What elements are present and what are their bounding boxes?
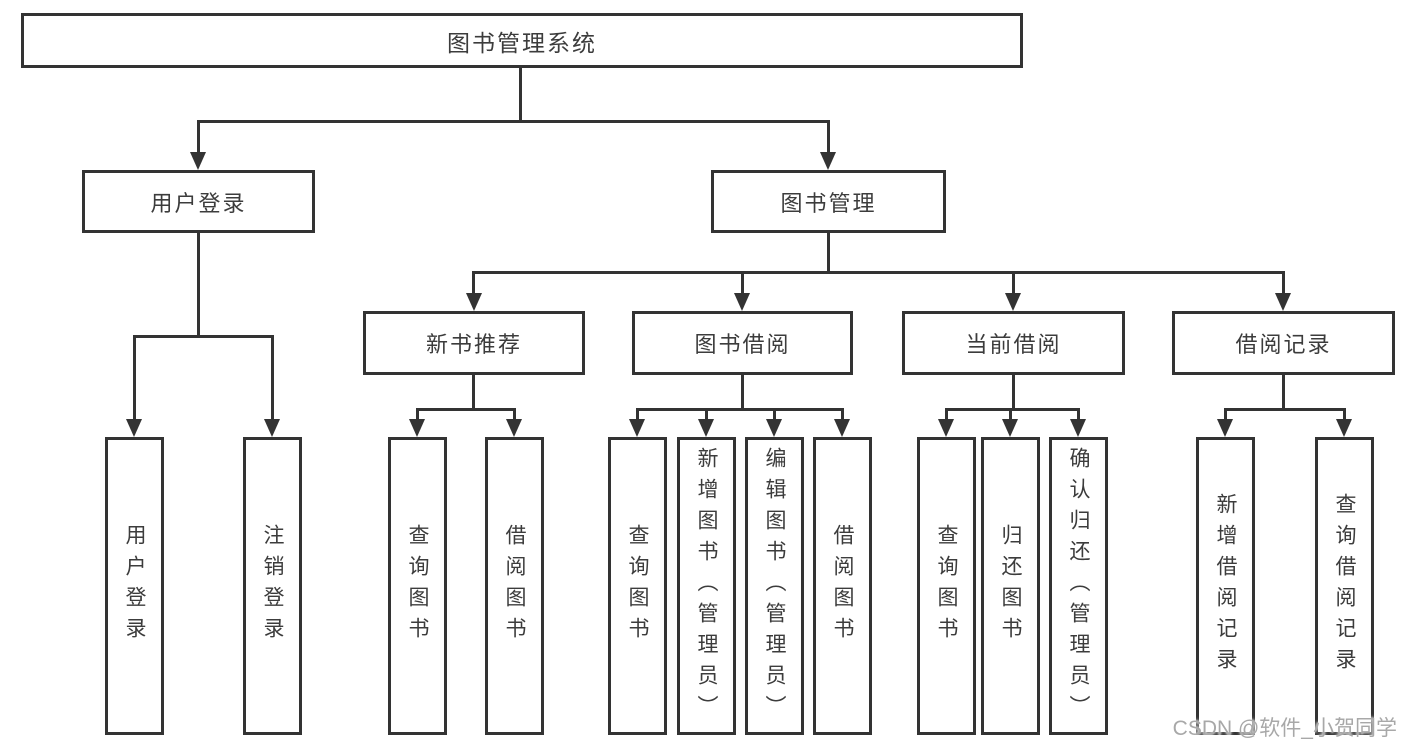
leaf-add-books-admin: 新增图书（管理员） (677, 437, 736, 735)
connector-line (133, 335, 274, 338)
connector-line (1343, 408, 1346, 421)
connector-line (636, 408, 844, 411)
connector-arrowhead (126, 419, 142, 437)
connector-line (773, 408, 776, 421)
csdn-watermark: CSDN @软件_小贺同学 (1172, 717, 1397, 740)
connector-line (416, 408, 419, 421)
leaf-query-books-borrow: 查询图书 (608, 437, 667, 735)
connector-arrowhead (698, 419, 714, 437)
connector-line (472, 271, 475, 297)
connector-line (133, 335, 136, 421)
connector-line (945, 408, 948, 421)
node-label: 用户登录 (150, 190, 247, 216)
connector-line (841, 408, 844, 421)
connector-line (519, 68, 522, 123)
node-label: 图书借阅 (694, 332, 791, 357)
connector-line (705, 408, 708, 421)
connector-line (472, 271, 1285, 274)
connector-arrowhead (1002, 419, 1018, 437)
node-book-borrow: 图书借阅 (632, 311, 853, 375)
connector-line (827, 120, 830, 154)
leaf-borrow-books-recommend: 借阅图书 (485, 437, 544, 735)
connector-line (945, 408, 1080, 411)
connector-line (197, 120, 830, 123)
connector-line (1282, 271, 1285, 297)
connector-arrowhead (1275, 293, 1291, 311)
node-label: 图书管理 (780, 190, 877, 216)
connector-arrowhead (1005, 293, 1021, 311)
connector-arrowhead (190, 152, 206, 170)
connector-arrowhead (1336, 419, 1352, 437)
node-label: 新增借阅记录 (1214, 493, 1237, 679)
connector-arrowhead (629, 419, 645, 437)
connector-arrowhead (466, 293, 482, 311)
connector-arrowhead (734, 293, 750, 311)
connector-line (741, 375, 744, 410)
node-borrow-records: 借阅记录 (1172, 311, 1395, 375)
leaf-add-borrow-record: 新增借阅记录 (1196, 437, 1255, 735)
connector-line (1009, 408, 1012, 421)
connector-arrowhead (409, 419, 425, 437)
connector-line (197, 120, 200, 154)
node-label: 新增图书（管理员） (695, 446, 718, 726)
node-label: 借阅记录 (1235, 332, 1332, 357)
leaf-query-borrow-record: 查询借阅记录 (1315, 437, 1374, 735)
leaf-query-books-current: 查询图书 (917, 437, 976, 735)
connector-line (1224, 408, 1346, 411)
connector-arrowhead (264, 419, 280, 437)
connector-line (1012, 271, 1015, 297)
node-label: 注销登录 (261, 524, 284, 648)
leaf-borrow-books: 借阅图书 (813, 437, 872, 735)
connector-arrowhead (1217, 419, 1233, 437)
connector-line (513, 408, 516, 421)
leaf-return-books: 归还图书 (981, 437, 1040, 735)
leaf-query-books-recommend: 查询图书 (388, 437, 447, 735)
connector-line (636, 408, 639, 421)
connector-line (1077, 408, 1080, 421)
connector-line (1012, 375, 1015, 410)
node-label: 新书推荐 (425, 332, 522, 357)
node-label: 查询图书 (626, 524, 649, 648)
node-library-management-system: 图书管理系统 (21, 13, 1023, 68)
leaf-edit-books-admin: 编辑图书（管理员） (745, 437, 804, 735)
connector-arrowhead (766, 419, 782, 437)
node-label: 归还图书 (999, 524, 1022, 648)
node-current-borrow: 当前借阅 (902, 311, 1125, 375)
node-label: 编辑图书（管理员） (763, 446, 786, 726)
leaf-confirm-return-admin: 确认归还（管理员） (1049, 437, 1108, 735)
node-label: 用户登录 (123, 524, 146, 648)
node-label: 查询图书 (935, 524, 958, 648)
connector-line (1282, 375, 1285, 410)
node-label: 查询图书 (406, 524, 429, 648)
node-label: 查询借阅记录 (1333, 493, 1356, 679)
node-label: 图书管理系统 (447, 29, 597, 56)
leaf-user-login: 用户登录 (105, 437, 164, 735)
node-label: 借阅图书 (831, 524, 854, 648)
connector-line (741, 271, 744, 297)
node-label: 确认归还（管理员） (1067, 446, 1090, 726)
node-book-management: 图书管理 (711, 170, 946, 233)
connector-arrowhead (834, 419, 850, 437)
connector-arrowhead (820, 152, 836, 170)
connector-arrowhead (506, 419, 522, 437)
node-label: 借阅图书 (503, 524, 526, 648)
leaf-logout-login: 注销登录 (243, 437, 302, 735)
connector-line (416, 408, 516, 411)
connector-line (827, 233, 830, 273)
connector-line (472, 375, 475, 410)
node-label: 当前借阅 (965, 332, 1062, 357)
connector-arrowhead (1070, 419, 1086, 437)
node-user-login: 用户登录 (82, 170, 315, 233)
connector-line (271, 335, 274, 421)
connector-line (1224, 408, 1227, 421)
node-new-book-recommend: 新书推荐 (363, 311, 585, 375)
connector-line (197, 233, 200, 337)
connector-arrowhead (938, 419, 954, 437)
